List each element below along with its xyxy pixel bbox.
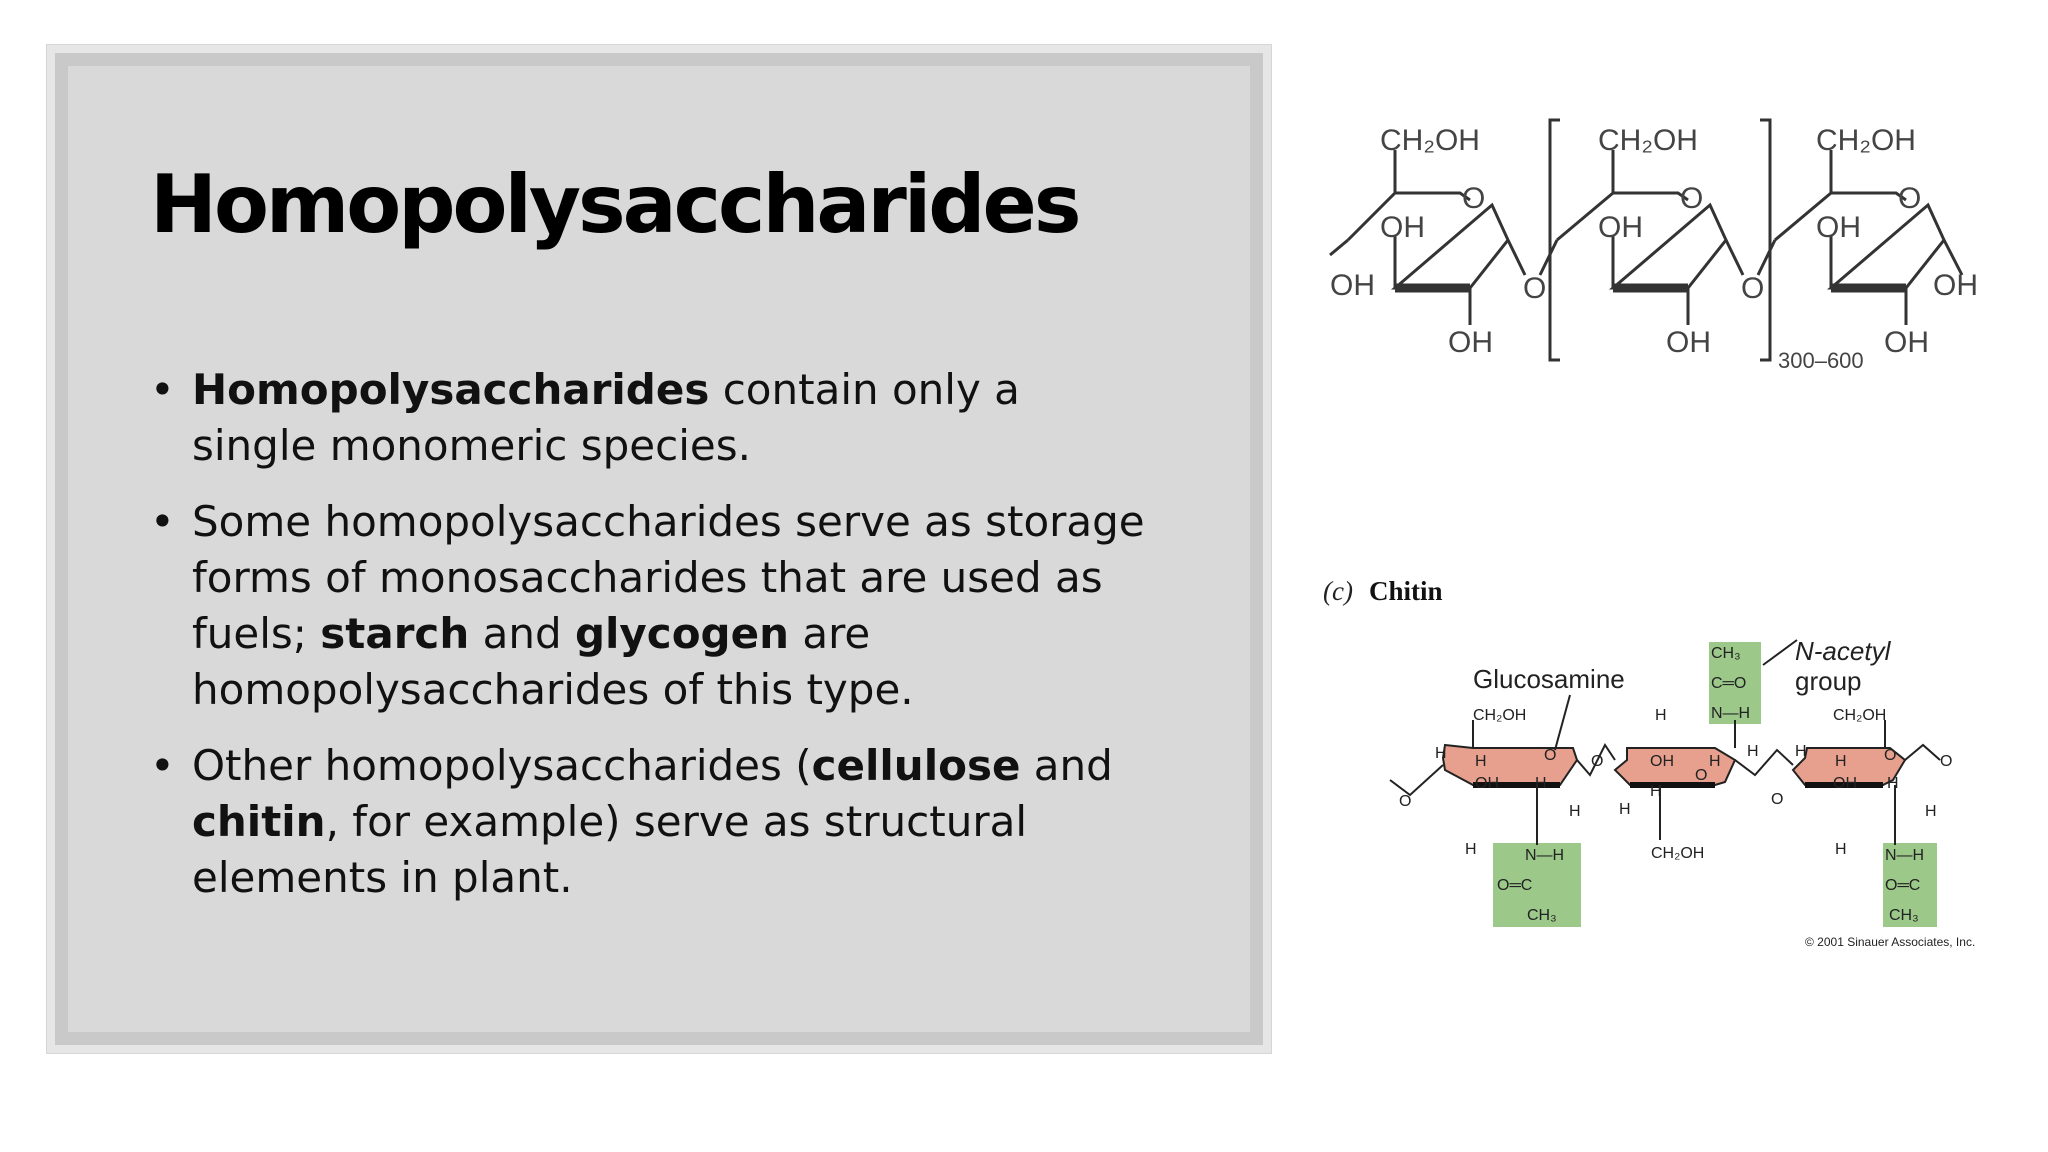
h-label-5: H	[1465, 841, 1477, 858]
bullet-text: contain only a single monomeric species.	[192, 365, 1020, 470]
bullet-text: Other homopolysaccharides (	[192, 741, 812, 790]
ring-o-2: O	[1695, 767, 1707, 784]
oh-label-4: OH	[1448, 326, 1493, 359]
acetyl-box-left	[1493, 843, 1581, 927]
n-h-right: N—H	[1885, 847, 1924, 864]
oh-label-5: OH	[1666, 326, 1711, 359]
o-eq-c-right: O═C	[1885, 877, 1920, 894]
chitin-figure: (c) Chitin Glucosamine N-acetyl group CH…	[1323, 576, 1975, 949]
oh-ring-3: OH	[1833, 775, 1857, 792]
bullet-dot: •	[150, 741, 175, 790]
copyright: © 2001 Sinauer Associates, Inc.	[1805, 935, 1975, 949]
bullet-item: • Homopolysaccharides contain only a sing…	[150, 362, 1150, 474]
oh-label-right: OH	[1933, 269, 1978, 302]
h-label-10: H	[1747, 743, 1759, 760]
bullet-text: and	[469, 609, 575, 658]
ch2oh-label-1: CH₂OH	[1380, 124, 1480, 157]
link-o-right: O	[1940, 753, 1952, 770]
bullet-bold-text: cellulose	[811, 741, 1021, 790]
ch2oh-label-3: CH₂OH	[1816, 124, 1916, 157]
slide-title: Homopolysaccharides	[150, 158, 1081, 251]
h-label-13: H	[1887, 775, 1899, 792]
ch2oh-label-2: CH₂OH	[1598, 124, 1698, 157]
ring-o-1: O	[1462, 182, 1485, 215]
h-label-9: H	[1619, 801, 1631, 818]
h-label-11: H	[1795, 743, 1807, 760]
ch3-top: CH₃	[1711, 645, 1741, 662]
link-o-left: O	[1399, 793, 1411, 810]
ring-o-1: O	[1544, 747, 1556, 764]
content-panel	[46, 44, 1272, 1054]
bullet-item: • Some homopolysaccharides serve as stora…	[150, 494, 1150, 718]
repeat-count: 300–600	[1778, 348, 1864, 373]
bullet-bold-text: Homopolysaccharides	[192, 365, 710, 414]
h-label-4: H	[1569, 803, 1581, 820]
ring-o-3: O	[1884, 747, 1896, 764]
glucose-chain-figure: CH₂OH CH₂OH CH₂OH O O O OH OH OH OH OH O…	[1329, 118, 1978, 373]
oh-label-1: OH	[1380, 211, 1425, 244]
oh-ring-1: OH	[1475, 775, 1499, 792]
panel-label: (c)	[1323, 576, 1353, 606]
ring-1	[1441, 743, 1579, 786]
bullet-dot: •	[150, 497, 175, 546]
oh-label-2: OH	[1598, 211, 1643, 244]
ch2oh-c2: CH₂OH	[1651, 845, 1704, 862]
bridge-o-1: O	[1523, 272, 1546, 305]
oh-ring-2: OH	[1650, 753, 1674, 770]
n-h-top: N—H	[1711, 705, 1750, 722]
bridge-o-2: O	[1741, 272, 1764, 305]
link-o-1: O	[1591, 753, 1603, 770]
o-eq-c-left: O═C	[1497, 877, 1532, 894]
bullet-item: • Other homopolysaccharides (cellulose an…	[150, 738, 1150, 906]
oh-label-3: OH	[1816, 211, 1861, 244]
acetyl-box-right	[1883, 843, 1937, 927]
chitin-title: Chitin	[1369, 576, 1443, 606]
h-label-7: H	[1709, 753, 1721, 770]
bullet-text: are homopolysaccharides of this type.	[192, 609, 914, 714]
bullet-dot: •	[150, 365, 175, 414]
oh-label-6: OH	[1884, 326, 1929, 359]
bullet-bold-text: glycogen	[574, 609, 789, 658]
h-label-2: H	[1475, 753, 1487, 770]
h-label-3: H	[1535, 775, 1547, 792]
bullet-bold-text: starch	[320, 609, 470, 658]
panel-body	[68, 66, 1250, 1032]
glucosamine-label: Glucosamine	[1473, 664, 1625, 694]
acetyl-box-top	[1709, 642, 1761, 724]
bullet-bold-text: chitin	[192, 797, 326, 846]
bullet-text: , for example) serve as structural eleme…	[192, 797, 1027, 902]
panel-border	[55, 53, 1263, 1045]
ring-o-3: O	[1898, 182, 1921, 215]
ring-o-2: O	[1680, 182, 1703, 215]
ch3-left: CH₃	[1527, 907, 1557, 924]
c-eq-o-top: C═O	[1711, 675, 1746, 692]
h-label-15: H	[1835, 841, 1847, 858]
bullet-text: Some homopolysaccharides serve as storag…	[192, 497, 1145, 658]
link-o-2: O	[1771, 791, 1783, 808]
n-h-left: N—H	[1525, 847, 1564, 864]
h-label-14: H	[1925, 803, 1937, 820]
bullet-text: and	[1020, 741, 1113, 790]
h-label-12: H	[1835, 753, 1847, 770]
ch2oh-c3: CH₂OH	[1833, 707, 1886, 724]
h-label-6: H	[1655, 707, 1667, 724]
h-label-8: H	[1650, 783, 1662, 800]
oh-label-left: OH	[1330, 269, 1375, 302]
group-label: group	[1795, 666, 1862, 696]
n-acetyl-label: N-acetyl	[1795, 636, 1892, 666]
ch3-right: CH₃	[1889, 907, 1919, 924]
bullet-list: • Homopolysaccharides contain only a sing…	[150, 362, 1150, 926]
ch2oh-c1: CH₂OH	[1473, 707, 1526, 724]
h-label-1: H	[1435, 745, 1447, 762]
